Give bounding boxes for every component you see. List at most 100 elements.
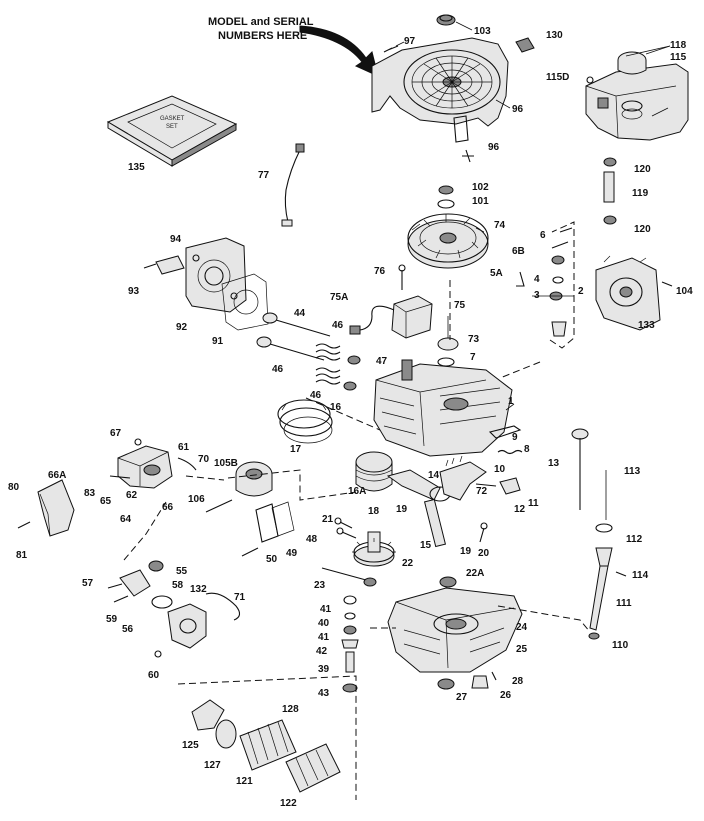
part-label: 4 [534, 274, 540, 285]
part-label: 103 [474, 26, 491, 37]
model-serial-note-line2: NUMBERS HERE [218, 30, 308, 42]
fuel-pump [107, 560, 173, 609]
part-label: 120 [634, 164, 651, 175]
part-label: 115D [546, 72, 570, 83]
part-label: 21 [322, 514, 334, 525]
screw-97 [383, 41, 405, 53]
governor-linkage [475, 425, 523, 495]
cam-gear [352, 531, 396, 567]
gasket-set-box [106, 95, 238, 167]
assembly-leader-lines [123, 221, 591, 800]
part-label: 18 [368, 506, 380, 517]
oil-seal-22a [439, 576, 457, 588]
part-label: 3 [534, 290, 540, 301]
part-label: 110 [612, 640, 629, 651]
part-label: 102 [472, 182, 489, 193]
part-label: 10 [494, 464, 506, 475]
dipstick-tube [588, 523, 627, 640]
part-label: 46 [310, 390, 322, 401]
part-label: 50 [266, 554, 278, 565]
crankshaft [423, 455, 487, 548]
part-label: 16A [348, 486, 367, 497]
screw-115d [586, 76, 594, 84]
label-leaders [447, 45, 671, 520]
part-label: 77 [258, 170, 270, 181]
part-label: 25 [516, 644, 528, 655]
part-label: 40 [318, 618, 330, 629]
gasket-91 [221, 273, 269, 331]
screw-76 [398, 264, 406, 290]
part-label: 43 [318, 688, 330, 699]
part-label: 16 [330, 402, 342, 413]
carburetor-132 [154, 592, 241, 658]
part-label: 66 [162, 502, 174, 513]
air-cleaner-cover [17, 479, 75, 537]
part-label: 115 [670, 52, 687, 63]
part-label: 118 [670, 40, 687, 51]
air-filter-105b [235, 461, 273, 497]
screw-106 [205, 499, 233, 513]
part-label: 46 [272, 364, 284, 375]
part-label: 61 [178, 442, 190, 453]
piston-rings [277, 399, 333, 444]
part-label: 60 [148, 670, 160, 681]
part-label: 46 [332, 320, 344, 331]
part-label: 111 [616, 598, 632, 609]
part-label: 73 [468, 334, 480, 345]
part-label: 76 [374, 266, 386, 277]
part-label: 125 [182, 740, 199, 751]
fuel-cap [617, 45, 671, 75]
part-label: 6B [512, 246, 525, 257]
piston [355, 451, 393, 492]
part-label: 114 [632, 570, 649, 581]
gasket-set-text-line2: SET [166, 124, 178, 130]
part-label: 17 [290, 444, 302, 455]
part-label: 97 [404, 36, 416, 47]
part-label: 91 [212, 336, 224, 347]
part-label: 101 [472, 196, 489, 207]
model-serial-note-line1: MODEL and SERIAL [208, 16, 314, 28]
fuel-tank [585, 63, 689, 141]
part-label: 130 [546, 30, 563, 41]
part-label: 122 [280, 798, 297, 809]
part-label: 48 [306, 534, 318, 545]
part-label: 58 [172, 580, 184, 591]
part-label: 55 [176, 566, 188, 577]
crankcase-base [387, 587, 523, 673]
part-label: 64 [120, 514, 132, 525]
fuel-line [603, 157, 617, 225]
part-label: 23 [314, 580, 326, 591]
part-label: 5A [490, 268, 503, 279]
part-label: 74 [494, 220, 506, 231]
part-label: 112 [626, 534, 643, 545]
part-label: 71 [234, 592, 246, 603]
screws-20 [479, 522, 488, 543]
part-label: 72 [476, 486, 488, 497]
primer-94 [143, 255, 185, 275]
part-label: 13 [548, 458, 560, 469]
part-label: 70 [198, 454, 210, 465]
part-label: 2 [578, 286, 584, 297]
part-label: 56 [122, 624, 134, 635]
part-label: 133 [638, 320, 655, 331]
part-label: 75A [330, 292, 349, 303]
part-label: 24 [516, 622, 528, 633]
part-label: 15 [420, 540, 432, 551]
part-label: 132 [190, 584, 207, 595]
carburetor [109, 438, 197, 489]
part-label: 19 [460, 546, 472, 557]
part-label: 11 [528, 498, 539, 509]
part-label: 93 [128, 286, 140, 297]
part-label: 83 [84, 488, 96, 499]
part-label: 39 [318, 664, 330, 675]
part-label: 42 [316, 646, 328, 657]
gaskets-48-49 [241, 501, 295, 557]
part-label: 65 [100, 496, 112, 507]
blower-housing [371, 37, 511, 143]
part-label: 59 [106, 614, 118, 625]
part-label: 127 [204, 760, 221, 771]
part-label: 128 [282, 704, 299, 715]
part-label: 66A [48, 470, 67, 481]
part-label: 81 [16, 550, 28, 561]
part-label: 80 [8, 482, 20, 493]
